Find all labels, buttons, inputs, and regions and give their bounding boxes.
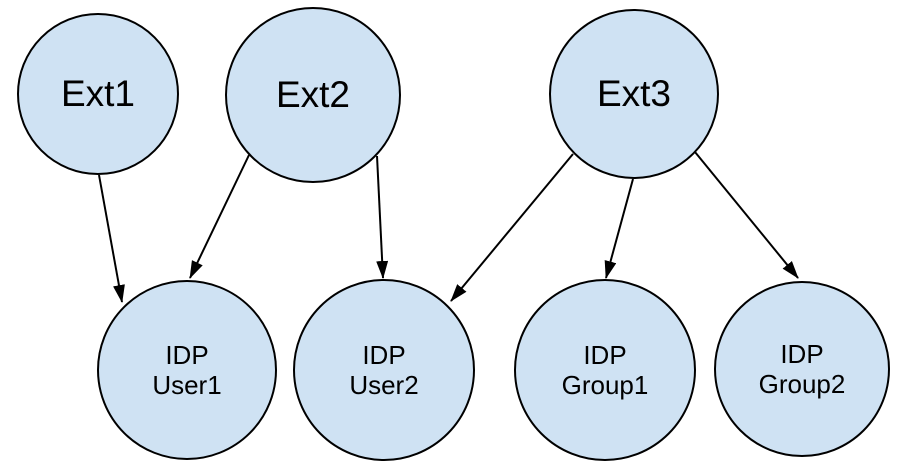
node-ext1-label: Ext1	[60, 73, 136, 114]
node-idp-group1: IDP Group1	[514, 279, 696, 461]
node-idp-user2-label: IDP User2	[349, 340, 418, 400]
node-idp-user1-label-line1: IDP	[165, 340, 209, 370]
edge-ext2-to-idp-user1	[189, 154, 250, 279]
node-idp-user1-label: IDP User1	[152, 340, 221, 400]
node-idp-group2: IDP Group2	[714, 281, 890, 457]
node-idp-user1: IDP User1	[97, 280, 277, 460]
node-ext3-label: Ext3	[596, 73, 672, 114]
node-idp-user2-label-line2: User2	[349, 370, 419, 400]
edge-ext1-to-idp-user1	[98, 174, 125, 303]
node-ext2: Ext2	[225, 7, 401, 183]
node-ext1: Ext1	[17, 13, 179, 175]
edge-ext3-to-idp-user2	[450, 153, 574, 302]
node-idp-group2-label-line1: IDP	[780, 339, 824, 369]
node-idp-user1-label-line2: User1	[152, 370, 222, 400]
node-idp-user2-label-line1: IDP	[362, 340, 406, 370]
node-idp-group2-label-line2: Group2	[758, 369, 846, 399]
node-idp-group2-label: IDP Group2	[759, 339, 846, 399]
edge-ext3-to-idp-group2	[694, 151, 799, 279]
node-idp-user2: IDP User2	[293, 279, 475, 461]
node-idp-group1-label-line2: Group1	[561, 370, 649, 400]
node-idp-group1-label-line1: IDP	[583, 340, 627, 370]
node-idp-group1-label: IDP Group1	[562, 340, 649, 400]
edge-ext2-to-idp-user2	[376, 155, 389, 279]
edge-ext3-to-idp-group1	[604, 178, 634, 279]
node-ext3: Ext3	[549, 9, 719, 179]
node-ext2-label: Ext2	[275, 74, 351, 115]
